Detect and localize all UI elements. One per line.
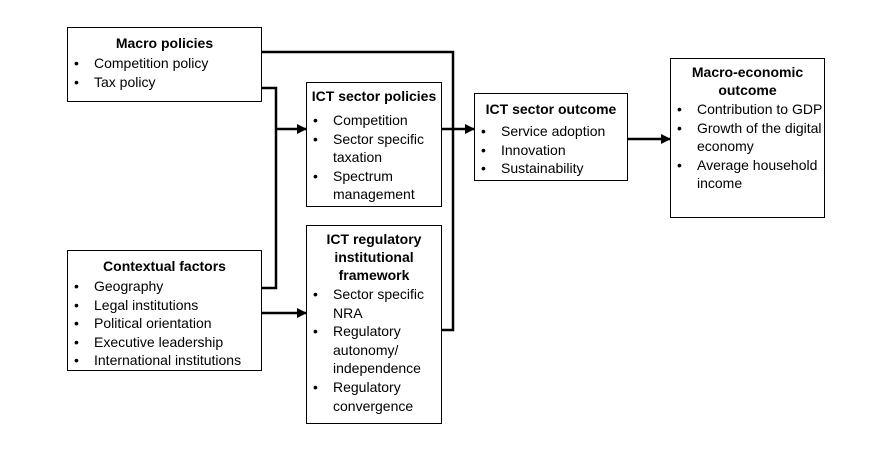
macro-policies-title: Macro policies [115, 35, 214, 51]
list-item: Regulatory autonomy/ independence [307, 322, 441, 378]
list-item: Spectrum management [307, 167, 441, 204]
list-item: Tax policy [68, 73, 261, 92]
list-item: Contribution to GDP [671, 100, 824, 119]
list-item: International institutions [68, 351, 261, 370]
macro-policies-list: Competition policy Tax policy [68, 54, 261, 91]
ict-regulatory-framework-list: Sector specific NRA Regulatory autonomy/… [307, 285, 441, 415]
list-item: Political orientation [68, 314, 261, 333]
macro-economic-outcome-list: Contribution to GDP Growth of the digita… [671, 100, 824, 193]
connector-macro-to-policies [262, 86, 278, 290]
macro-policies-box: Macro policies Competition policy Tax po… [67, 27, 262, 102]
ict-regulatory-framework-box: ICT regulatory institutional framework S… [306, 225, 442, 424]
ict-sector-policies-box: ICT sector policies Competition Sector s… [306, 82, 442, 207]
ict-sector-outcome-box: ICT sector outcome Service adoption Inno… [474, 93, 628, 181]
list-item: Competition [307, 111, 441, 130]
list-item: Service adoption [475, 122, 627, 141]
list-item: Competition policy [68, 54, 261, 73]
contextual-factors-box: Contextual factors Geography Legal insti… [67, 250, 262, 371]
list-item: Growth of the digital economy [671, 119, 824, 156]
ict-sector-policies-title: ICT sector policies [311, 88, 437, 104]
macro-economic-outcome-title: Macro-economic outcome [691, 64, 804, 98]
list-item: Legal institutions [68, 296, 261, 315]
list-item: Sector specific taxation [307, 130, 441, 167]
list-item: Average household income [671, 156, 824, 193]
ict-sector-outcome-title: ICT sector outcome [485, 101, 617, 117]
list-item: Geography [68, 277, 261, 296]
list-item: Sustainability [475, 159, 627, 178]
contextual-factors-list: Geography Legal institutions Political o… [68, 277, 261, 370]
list-item: Executive leadership [68, 333, 261, 352]
contextual-factors-title: Contextual factors [103, 258, 226, 274]
connector-macro-to-regulatory [262, 50, 455, 332]
list-item: Sector specific NRA [307, 285, 441, 322]
list-item: Innovation [475, 141, 627, 160]
ict-regulatory-framework-title: ICT regulatory institutional framework [326, 231, 422, 283]
ict-sector-policies-list: Competition Sector specific taxation Spe… [307, 111, 441, 204]
macro-economic-outcome-box: Macro-economic outcome Contribution to G… [670, 58, 825, 218]
ict-sector-outcome-list: Service adoption Innovation Sustainabili… [475, 122, 627, 178]
list-item: Regulatory convergence [307, 378, 441, 415]
